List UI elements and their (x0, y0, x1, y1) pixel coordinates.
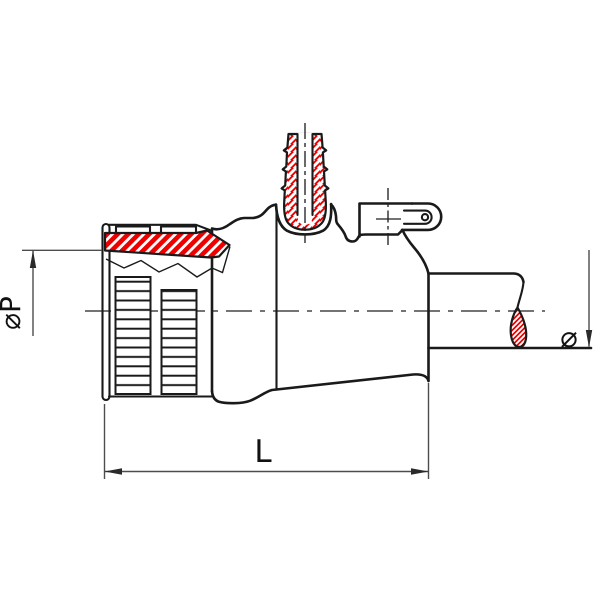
dim-phi-p-arrow (29, 250, 37, 268)
eyelet-outer-loop (400, 202, 443, 232)
eyelet-block (358, 202, 414, 238)
knurl-band-front (114, 276, 152, 395)
cable-top-edge (427, 272, 525, 284)
adapter-body (210, 202, 430, 405)
dim-phi-label: ⌀ (560, 320, 577, 354)
eyelet-hole (420, 213, 430, 222)
barb-bore (297, 132, 313, 225)
dim-length-arrow-left (104, 468, 122, 475)
cable-break-curve (516, 280, 525, 309)
knurl-band-rear (160, 289, 198, 395)
body-rear-shoulder (401, 228, 430, 275)
dim-phi-p-label: ⌀P (0, 296, 27, 330)
body-valley-profile (329, 203, 404, 243)
dim-phi-p: ⌀P (0, 249, 102, 336)
cable-break-teardrop (509, 306, 528, 349)
feature-centerlines (304, 123, 401, 248)
safety-wire-eyelet (400, 202, 443, 232)
dim-length-label: L (254, 434, 272, 470)
eyelet-inner-loop (402, 209, 433, 225)
dim-phi-arrow (585, 330, 593, 348)
barb-socket-cup (274, 202, 333, 236)
nut-front-lip (101, 222, 111, 402)
nut-top-edge (107, 223, 213, 232)
dim-phi: ⌀ (560, 250, 593, 354)
dim-length-arrow-right (411, 468, 429, 475)
cable (427, 272, 593, 350)
section-break-line (105, 246, 231, 278)
nut-section-band (103, 229, 231, 259)
body-bottom-profile (210, 373, 430, 405)
coupling-nut (101, 222, 231, 402)
bell-top-profile (210, 203, 278, 231)
dim-length: L (103, 383, 430, 479)
